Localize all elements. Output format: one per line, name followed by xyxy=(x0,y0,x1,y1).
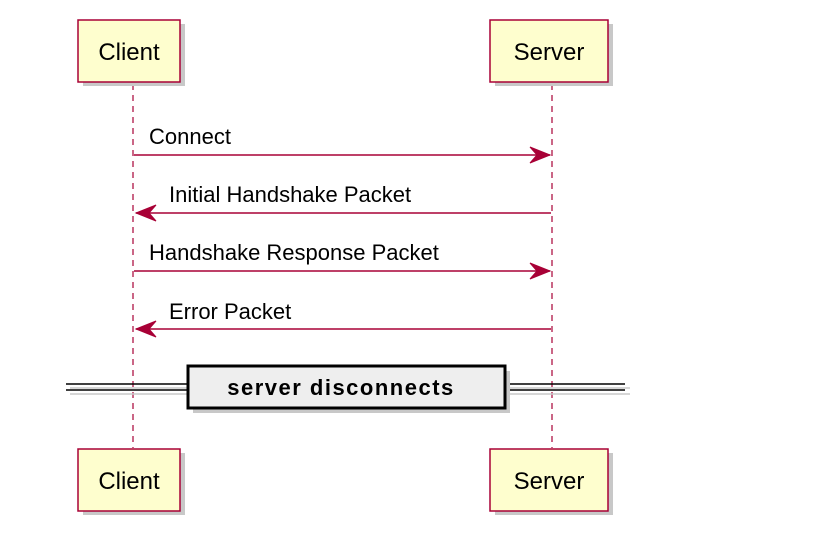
divider-box xyxy=(186,364,507,410)
participant-server-bottom-label: Server xyxy=(514,468,585,495)
participant-server-top: Server xyxy=(489,19,613,86)
participant-server-bottom: Server xyxy=(489,448,613,515)
message-initial-handshake: Initial Handshake Packet xyxy=(134,182,551,222)
message-connect: Connect xyxy=(134,124,552,164)
participant-client-bottom-label: Client xyxy=(98,468,160,495)
arrowhead-left-icon xyxy=(134,204,157,222)
arrowhead-right-icon xyxy=(529,262,552,280)
message-error-packet-label: Error Packet xyxy=(169,299,291,324)
message-initial-handshake-label: Initial Handshake Packet xyxy=(169,182,411,207)
message-handshake-response: Handshake Response Packet xyxy=(134,240,552,280)
divider-label: server disconnects xyxy=(227,375,455,400)
arrowhead-left-icon xyxy=(134,320,157,338)
divider-server-disconnects: server disconnects xyxy=(66,364,630,413)
participant-client-top: Client xyxy=(77,19,185,86)
message-error-packet: Error Packet xyxy=(134,299,551,338)
participant-client-top-label: Client xyxy=(98,39,160,66)
arrowhead-right-icon xyxy=(529,146,552,164)
message-connect-label: Connect xyxy=(149,124,231,149)
participant-client-bottom: Client xyxy=(77,448,185,515)
participant-server-top-label: Server xyxy=(514,39,585,66)
message-handshake-response-label: Handshake Response Packet xyxy=(149,240,439,265)
